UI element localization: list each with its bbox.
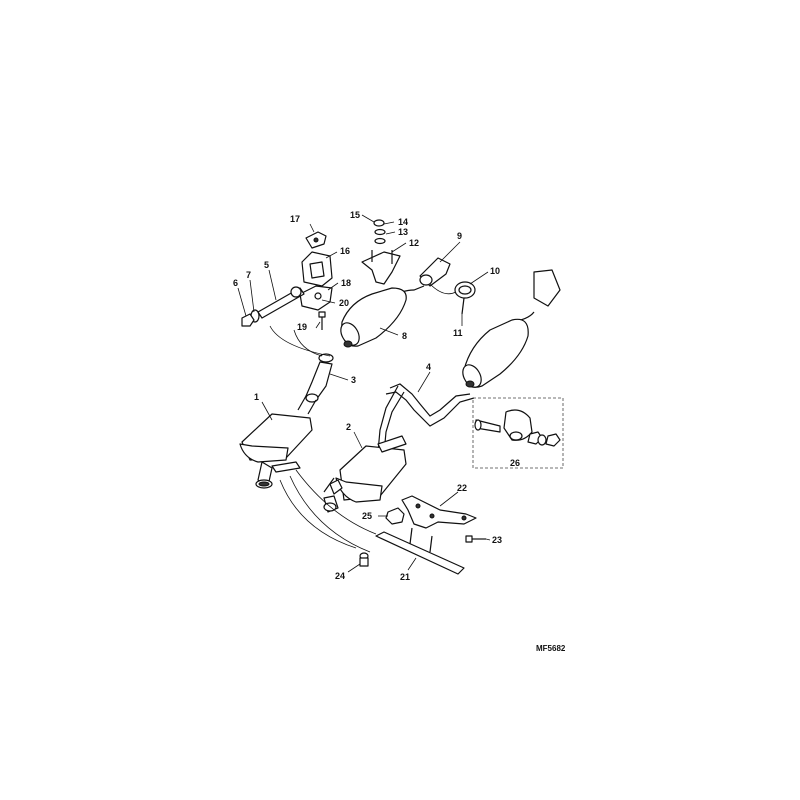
part-22-bracket xyxy=(401,495,477,529)
callout-18: 18 xyxy=(341,278,351,288)
part-8-rear-silencer-left xyxy=(340,285,425,348)
callout-15: 15 xyxy=(350,210,360,220)
callout-24: 24 xyxy=(335,571,345,581)
callout-6: 6 xyxy=(233,278,238,288)
part-1-front-silencer-left xyxy=(239,413,313,489)
part-16-rubber-mount xyxy=(301,251,333,287)
part-5-long-bolt xyxy=(257,286,305,319)
callout-17: 17 xyxy=(290,214,300,224)
callout-21: 21 xyxy=(400,572,410,582)
callout-14: 14 xyxy=(398,217,408,227)
part-26-mounting-kit xyxy=(472,397,564,469)
callout-1: 1 xyxy=(254,392,259,402)
reference-code: MF5682 xyxy=(536,644,566,653)
part-3-coupling-pipe xyxy=(297,353,334,415)
callout-7: 7 xyxy=(246,270,251,280)
part-23-bolt xyxy=(465,535,486,543)
callout-9: 9 xyxy=(457,231,462,241)
part-14-washer xyxy=(374,228,386,236)
callout-16: 16 xyxy=(340,246,350,256)
callout-25: 25 xyxy=(362,511,372,521)
callout-23: 23 xyxy=(492,535,502,545)
part-19-bolt xyxy=(318,311,326,330)
part-10-clamp xyxy=(454,281,476,299)
callout-11: 11 xyxy=(453,328,463,338)
part-25-nut xyxy=(385,507,405,525)
callout-8: 8 xyxy=(402,331,407,341)
callout-10: 10 xyxy=(490,266,500,276)
part-11-clamp-bolt xyxy=(461,297,465,315)
callout-20: 20 xyxy=(339,298,349,308)
callout-12: 12 xyxy=(409,238,419,248)
part-9-tailpipe-trim-left xyxy=(419,257,451,287)
part-13-washer xyxy=(374,237,386,245)
part-15-nut xyxy=(373,219,385,227)
part-21-crossmember xyxy=(375,527,465,575)
part-2-front-silencer-right xyxy=(323,435,407,513)
callout-5: 5 xyxy=(264,260,269,270)
part-17-clip xyxy=(305,231,327,249)
callout-2: 2 xyxy=(346,422,351,432)
callout-26: 26 xyxy=(510,458,520,468)
part-24-bolt xyxy=(359,552,369,567)
part-12-mounting-bracket xyxy=(361,250,401,285)
callout-4: 4 xyxy=(426,362,431,372)
part-6-nut xyxy=(241,313,255,327)
callout-13: 13 xyxy=(398,227,408,237)
rear-silencer-right xyxy=(462,269,561,388)
part-18-bracket xyxy=(299,285,333,311)
callout-22: 22 xyxy=(457,483,467,493)
callout-3: 3 xyxy=(351,375,356,385)
callout-19: 19 xyxy=(297,322,307,332)
